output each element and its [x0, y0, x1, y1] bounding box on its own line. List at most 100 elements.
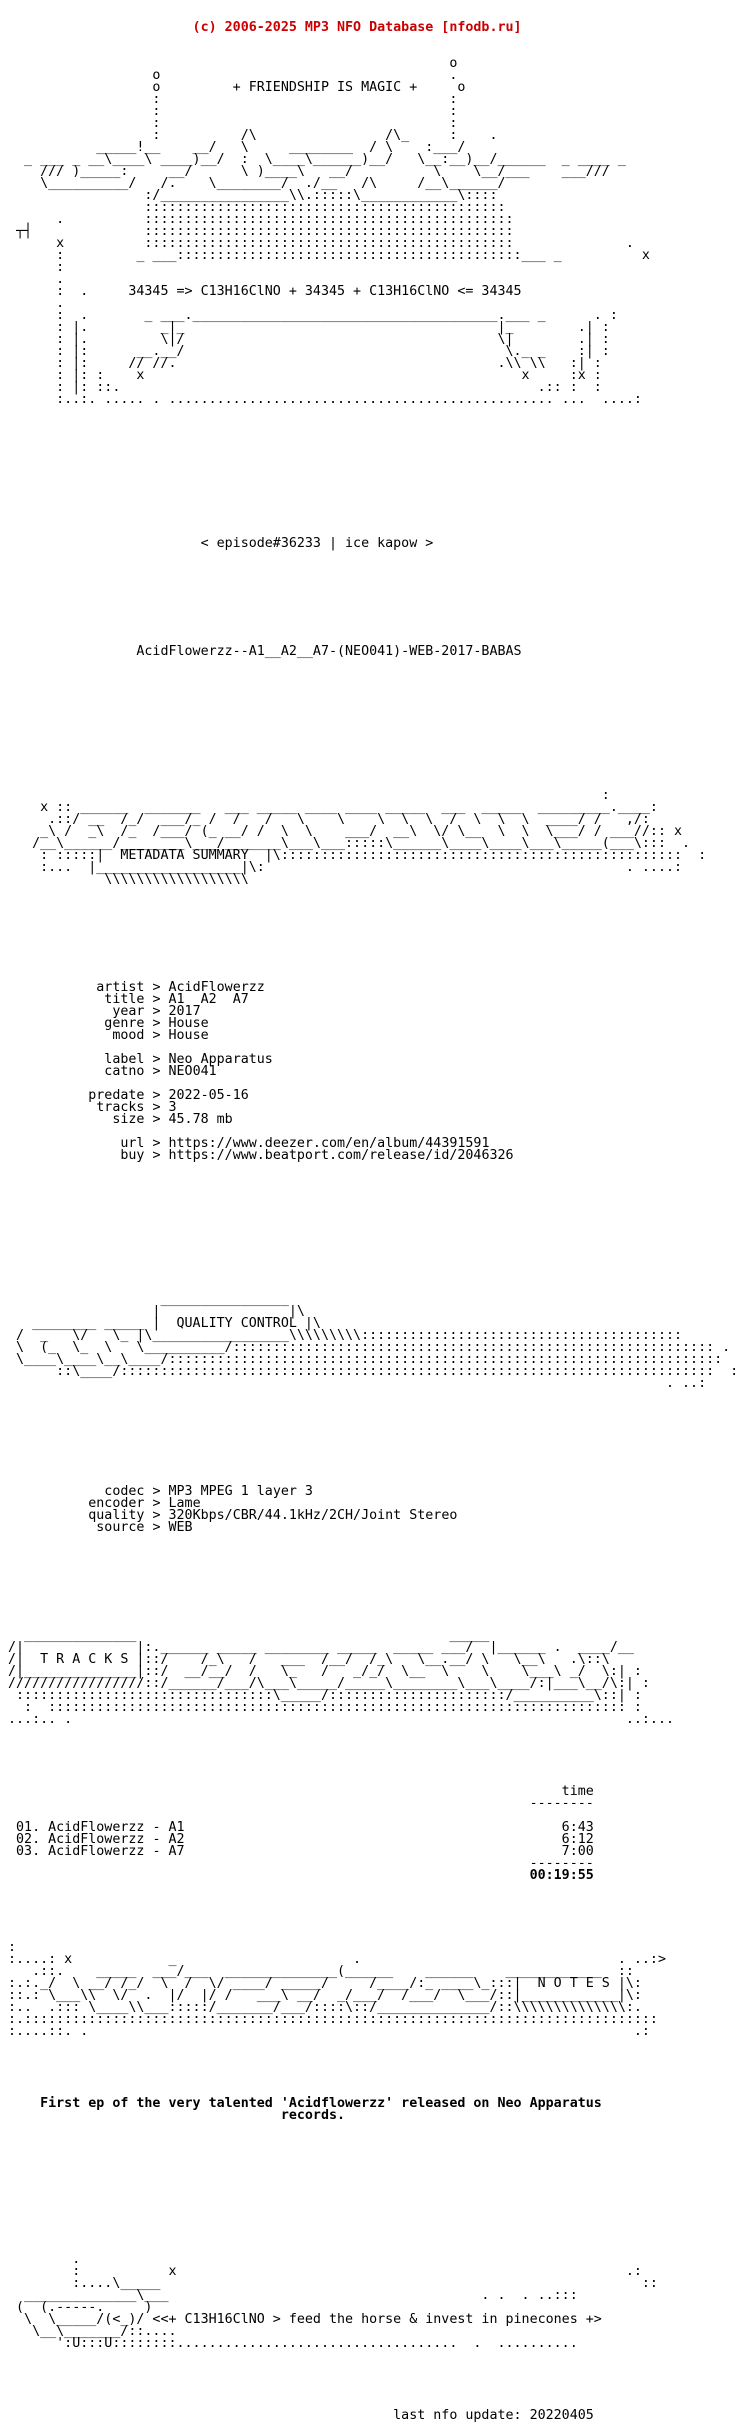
ascii-art-friendship-banner: o o . o + FRIENDSHIP IS MAGIC + o : : :	[8, 56, 736, 407]
ascii-art-line: : ::::::::::::::::::::::::::::::::::::::…	[8, 1700, 642, 1715]
metadata-row: mood > House	[8, 1029, 736, 1042]
ascii-art-line: : x .:	[8, 2264, 642, 2279]
field-value: A1 A2 A7	[168, 992, 249, 1007]
tracks-time-header: time	[8, 1784, 594, 1799]
ascii-art-footer: . : x .: :....\_____ :: ______________\_…	[8, 2252, 736, 2351]
ascii-art-line: ┬┤ :::::::::::::::::::::::::::::::::::::…	[8, 224, 514, 239]
ascii-art-line: :.:._/ \ __/ /_/ \ / \/ ____/ _____/ /__…	[8, 1976, 642, 1991]
quality-row: codec > MP3 MPEG 1 layer 3	[8, 1484, 736, 1499]
quality-row: quality > 320Kbps/CBR/44.1kHz/2CH/Joint …	[8, 1508, 736, 1523]
notes-line: records.	[8, 2108, 346, 2123]
ascii-art-line: /|______________|::/ __/__/ / \_ / _/_/ …	[8, 1664, 642, 1679]
ascii-art-line: :....: x _ . . ..:>	[8, 1952, 666, 1967]
track-time: 7:00	[184, 1844, 594, 1859]
ascii-art-line: .::. _____ ___/___ ______________(______…	[8, 1964, 634, 1979]
field-separator: >	[144, 1520, 169, 1535]
quality-row: source > WEB	[8, 1520, 736, 1535]
ascii-art-line: :	[8, 788, 610, 803]
field-label: tracks	[8, 1100, 145, 1115]
field-label: quality	[8, 1508, 145, 1523]
field-separator: >	[144, 1088, 169, 1103]
metadata-row: size > 45.78 mb	[8, 1112, 736, 1127]
track-title: AcidFlowerzz - A7	[40, 1844, 185, 1859]
ascii-art-line: _____!__ __/ \ ________ / \ :___/	[8, 140, 466, 155]
field-value: 45.78 mb	[168, 1112, 233, 1127]
track-list: time -------- 01. AcidFlowerzz - A1 6:43…	[8, 1784, 736, 1883]
field-value: https://www.deezer.com/en/album/44391591	[168, 1136, 490, 1151]
field-value: 2017	[168, 1004, 201, 1019]
ascii-art-line: .	[8, 272, 65, 287]
ascii-art-line: ...:.. . ..:...	[8, 1712, 675, 1727]
field-label: artist	[8, 980, 145, 995]
ascii-art-line: ::.: \___\\ \/ . |/ |/ / ___\ __/ _/___/…	[8, 1988, 642, 2003]
nfo-document: (c) 2006-2025 MP3 NFO Database [nfodb.ru…	[8, 0, 736, 2434]
field-separator: >	[144, 1496, 169, 1511]
ascii-art-line: ::::::::::::::::::::::::::::::::::::::::…	[8, 200, 506, 215]
ascii-art-line: :..:. ..... . ..........................…	[8, 392, 642, 407]
ascii-art-line: ':U:::U::::::::.........................…	[8, 2336, 578, 2351]
ascii-art-line: :... |__________________|\: . ....:	[8, 860, 683, 875]
metadata-row: genre > House	[8, 1016, 736, 1031]
metadata-row: buy > https://www.beatport.com/release/i…	[8, 1149, 736, 1162]
field-value: House	[168, 1016, 209, 1031]
tracks-total-time: 00:19:55	[8, 1868, 594, 1883]
ascii-art-line: _ ___ _ __\____\ ____)__/ : \____\______…	[8, 152, 626, 167]
ascii-art-line: .	[8, 2252, 81, 2267]
release-name: AcidFlowerzz--A1__A2__A7-(NEO041)-WEB-20…	[8, 644, 522, 659]
nfodb-copyright-header: (c) 2006-2025 MP3 NFO Database [nfodb.ru…	[8, 20, 522, 35]
quality-row: encoder > Lame	[8, 1496, 736, 1511]
ascii-art-line: : _ ___:::::::::::::::::::::::::::::::::…	[8, 248, 650, 263]
ascii-art-line: o .	[8, 68, 458, 83]
ascii-art-line: ( (.-----. )	[8, 2300, 153, 2315]
ascii-art-line: :....\_____ ::	[8, 2276, 658, 2291]
ascii-art-line: :.. .::: \____\\___:::::/_______/___/:::…	[8, 2000, 642, 2015]
ascii-art-line: : |: : x x :x :	[8, 368, 602, 383]
field-label: label	[8, 1052, 145, 1067]
ascii-art-line: / _ \/ \_ |\_________________\\\\\\\\\::…	[8, 1328, 683, 1343]
field-separator: >	[144, 1112, 169, 1127]
ascii-art-line: . ::::::::::::::::::::::::::::::::::::::…	[8, 212, 514, 227]
ascii-art-tracks: ______________ _____ /| |:.______ _____ …	[8, 1629, 736, 1727]
metadata-row: url > https://www.deezer.com/en/album/44…	[8, 1136, 736, 1151]
field-label: catno	[8, 1064, 145, 1079]
field-label: predate	[8, 1088, 145, 1103]
metadata-row: tracks > 3	[8, 1100, 736, 1115]
field-label: source	[8, 1520, 145, 1535]
ascii-art-line: : . _ ___.______________________________…	[8, 308, 618, 323]
ascii-art-line: :.::::::::::::::::::::::::::::::::::::::…	[8, 2012, 658, 2027]
field-label: title	[8, 992, 145, 1007]
field-separator: >	[144, 992, 169, 1007]
ascii-art-line: o	[8, 56, 458, 71]
field-separator: >	[144, 980, 169, 995]
field-separator: >	[144, 1100, 169, 1115]
notes-text: First ep of the very talented 'Acidflowe…	[8, 2096, 736, 2123]
field-value: 3	[168, 1100, 177, 1115]
field-label: size	[8, 1112, 145, 1127]
metadata-list: artist > AcidFlowerzz title > A1 A2 A7 y…	[8, 980, 736, 1162]
ascii-art-line: : |: // //. .\\ \\ :| :	[8, 356, 602, 371]
ascii-art-line: .	[8, 296, 65, 311]
ascii-art-line: \____\____\__\____/:::::::::::::::::::::…	[8, 1352, 736, 1367]
tracks-rule: --------	[8, 1796, 594, 1811]
ascii-art-line: x :: ______ _______ ___ _____ ____ ____ …	[8, 800, 658, 815]
ascii-art-line: /| T R A C K S |::/ /_\ / ___ /__/ /_\ \…	[8, 1652, 610, 1667]
track-row: 03. AcidFlowerzz - A7 7:00	[8, 1844, 736, 1859]
field-label: year	[8, 1004, 145, 1019]
metadata-row: year > 2017	[8, 1004, 736, 1019]
field-label: codec	[8, 1484, 145, 1499]
field-separator: >	[144, 1508, 169, 1523]
field-value: NEO041	[168, 1064, 217, 1079]
episode-line: < episode#36233 | ice kapow >	[8, 536, 434, 551]
field-separator: >	[144, 1484, 169, 1499]
ascii-art-line: ::::::::::::::::::::::::::::::::\_____/:…	[8, 1688, 642, 1703]
ascii-art-line: : :	[8, 116, 458, 131]
ascii-art-line: :	[8, 1940, 634, 1955]
ascii-art-line: \ \_____/(<_)/ <<+ C13H16ClNO > feed the…	[8, 2312, 602, 2327]
field-separator: >	[144, 1004, 169, 1019]
ascii-art-line: /| |:.______ _____ ________ _____ _____ …	[8, 1640, 634, 1655]
field-label: encoder	[8, 1496, 145, 1511]
field-value: Lame	[168, 1496, 201, 1511]
ascii-art-line: :/________________\\.:::::\____________\…	[8, 188, 498, 203]
notes-line: First ep of the very talented 'Acidflowe…	[8, 2096, 602, 2111]
ascii-art-line: : :::::| METADATA SUMMARY |\::::::::::::…	[8, 848, 707, 863]
